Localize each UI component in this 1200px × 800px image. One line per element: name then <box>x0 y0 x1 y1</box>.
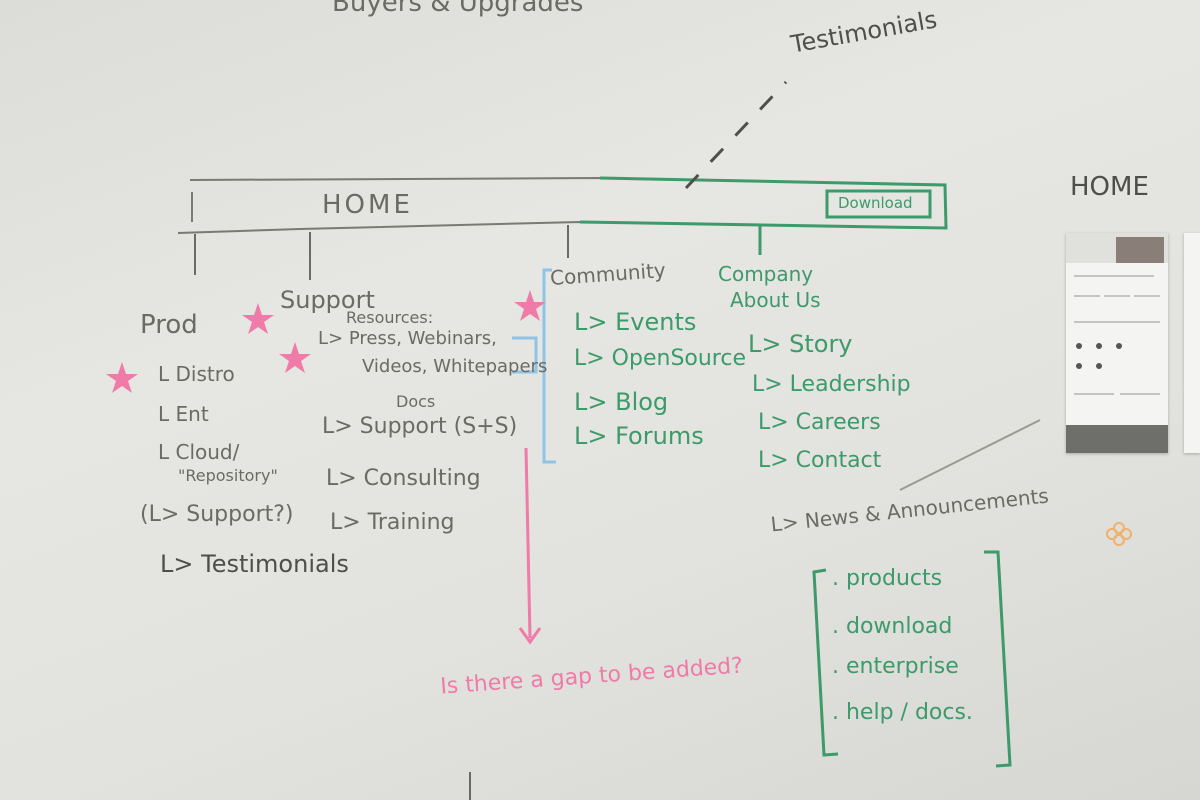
support-item: L> Support (S+S) <box>322 414 518 439</box>
download-box-label: Download <box>838 194 913 212</box>
prod-item: L Ent <box>158 402 209 426</box>
mockup-line <box>1074 321 1160 323</box>
mockup-dot <box>1076 363 1082 369</box>
top-partial-text: Buyers & Upgrades <box>332 0 584 18</box>
mockup-line <box>1104 295 1130 297</box>
company-heading: Company <box>718 262 814 286</box>
printed-mockup-page-partial <box>1184 233 1200 453</box>
company-subheading: About Us <box>730 288 821 312</box>
mockup-dot <box>1076 343 1082 349</box>
company-item: L> Leadership <box>752 372 911 397</box>
list-item: . download <box>832 614 953 639</box>
community-item: L> OpenSource <box>574 346 747 371</box>
list-item: . help / docs. <box>832 700 973 725</box>
mockup-hero-image <box>1116 237 1164 263</box>
printed-mockup-page <box>1066 233 1168 453</box>
list-item: . products <box>832 566 943 591</box>
company-item: L> Story <box>748 330 853 358</box>
support-press: L> Press, Webinars, <box>318 328 497 349</box>
community-item: L> Forums <box>574 422 704 450</box>
mockup-line <box>1120 393 1160 395</box>
prod-item: L Cloud/ <box>158 440 240 464</box>
prod-item: L Distro <box>158 362 235 386</box>
prod-heading: Prod <box>140 310 198 340</box>
right-home-label: HOME <box>1070 172 1149 202</box>
mockup-line <box>1074 393 1114 395</box>
mockup-dot <box>1096 343 1102 349</box>
support-heading: Support <box>280 286 375 314</box>
support-docs: Docs <box>396 392 436 411</box>
mockup-line <box>1074 275 1154 277</box>
support-item: L> Consulting <box>326 466 481 491</box>
prod-item: (L> Support?) <box>140 502 294 527</box>
mockup-dot <box>1096 363 1102 369</box>
company-item: L> Careers <box>758 410 881 435</box>
mockup-dot <box>1116 343 1122 349</box>
mockup-footer <box>1066 425 1168 453</box>
list-item: . enterprise <box>832 654 959 679</box>
prod-item: L> Testimonials <box>160 550 349 578</box>
prod-item: "Repository" <box>178 466 278 485</box>
community-item: L> Blog <box>574 388 669 416</box>
home-bar-title: HOME <box>322 190 413 220</box>
flower-drawing <box>1106 522 1132 546</box>
mockup-line <box>1074 295 1100 297</box>
support-item: L> Training <box>330 510 455 535</box>
community-item: L> Events <box>574 308 697 336</box>
support-videos: Videos, Whitepapers <box>362 356 548 377</box>
company-item: L> Contact <box>758 448 882 473</box>
support-resources: Resources: <box>346 308 434 327</box>
mockup-line <box>1134 295 1160 297</box>
